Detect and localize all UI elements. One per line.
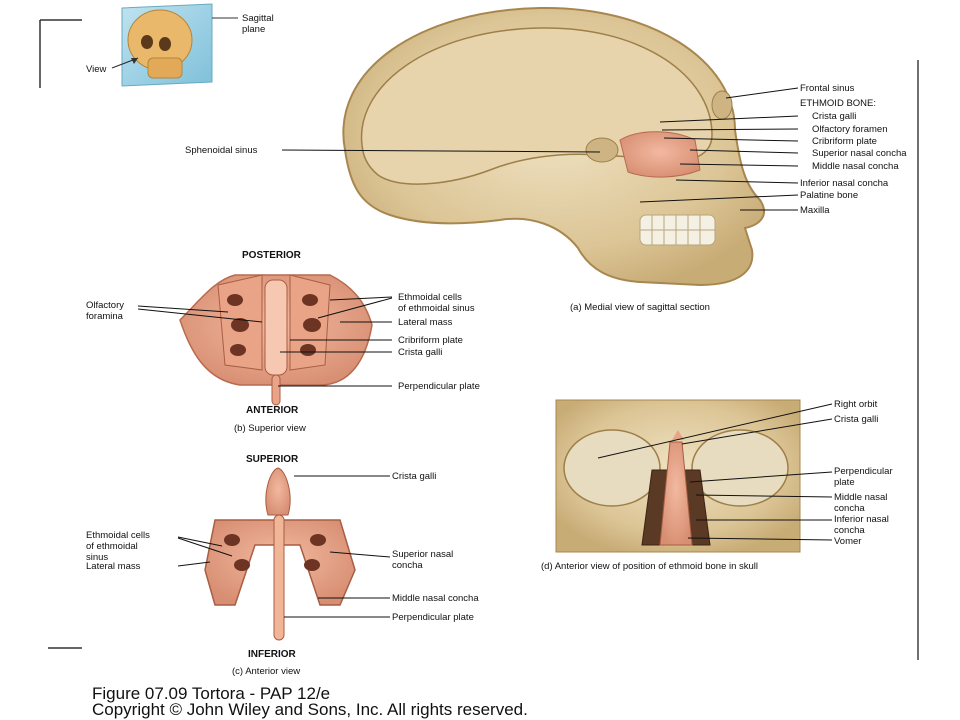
- ethmoid-superior-illustration: [179, 274, 373, 406]
- label-d-crista-galli: Crista galli: [834, 414, 879, 425]
- ethmoid-anterior-illustration: [204, 467, 356, 641]
- label-frontal-sinus: Frontal sinus: [800, 83, 855, 94]
- caption-a: (a) Medial view of sagittal section: [570, 302, 710, 313]
- label-maxilla: Maxilla: [800, 205, 830, 216]
- caption-c: (c) Anterior view: [232, 666, 301, 677]
- panel-c-leaders: [177, 475, 391, 618]
- label-right-orbit: Right orbit: [834, 399, 878, 410]
- label-palatine-bone: Palatine bone: [800, 190, 859, 201]
- label-b-perpendicular-plate: Perpendicular plate: [398, 381, 480, 392]
- sagittal-plane-label: Sagittal plane: [242, 13, 274, 35]
- label-a-superior-nasal-concha: Superior nasal concha: [812, 148, 907, 159]
- label-b-crista-galli: Crista galli: [398, 347, 443, 358]
- slide-frame-marks: [39, 19, 919, 660]
- figure-credit: Figure 07.09 Tortora - PAP 12/e: [92, 684, 331, 703]
- label-sphenoidal-sinus: Sphenoidal sinus: [185, 145, 258, 156]
- label-c-lateral-mass: Lateral mass: [86, 561, 141, 572]
- label-a-crista-galli: Crista galli: [812, 111, 857, 122]
- anterior-skull-illustration: [555, 399, 801, 553]
- label-d-middle-nasal-concha: Middle nasal concha: [834, 492, 888, 514]
- label-a-middle-nasal-concha: Middle nasal concha: [812, 161, 899, 172]
- orientation-thumbnail: [111, 3, 238, 87]
- label-inferior: INFERIOR: [248, 649, 296, 660]
- view-label: View: [86, 64, 107, 75]
- label-c-ethmoidal-cells: Ethmoidal cells of ethmoidal sinus: [86, 530, 150, 563]
- label-a-cribriform-plate: Cribriform plate: [812, 136, 877, 147]
- label-b-cribriform-plate: Cribriform plate: [398, 335, 463, 346]
- label-d-perpendicular-plate: Perpendicular plate: [834, 466, 893, 488]
- label-olfactory-foramina: Olfactory foramina: [86, 300, 125, 322]
- panel-d-leaders: [597, 403, 833, 541]
- label-anterior: ANTERIOR: [246, 405, 299, 416]
- label-c-middle-nasal-concha: Middle nasal concha: [392, 593, 479, 604]
- label-olfactory-foramen: Olfactory foramen: [812, 124, 888, 135]
- label-superior: SUPERIOR: [246, 454, 299, 465]
- label-vomer: Vomer: [834, 536, 862, 547]
- label-ethmoid-bone: ETHMOID BONE:: [800, 98, 877, 109]
- label-inferior-nasal-concha: Inferior nasal concha: [800, 178, 889, 189]
- caption-d: (d) Anterior view of position of ethmoid…: [541, 561, 759, 572]
- label-c-perpendicular-plate: Perpendicular plate: [392, 612, 474, 623]
- sagittal-skull-illustration: [342, 6, 765, 287]
- label-c-superior-nasal-concha: Superior nasal concha: [392, 549, 454, 571]
- copyright-notice: Copyright © John Wiley and Sons, Inc. Al…: [92, 700, 528, 719]
- panel-b-leaders: [137, 296, 393, 387]
- label-b-ethmoidal-cells: Ethmoidal cells of ethmoidal sinus: [398, 292, 475, 314]
- label-d-inferior-nasal-concha: Inferior nasal concha: [834, 514, 889, 536]
- caption-b: (b) Superior view: [234, 423, 306, 434]
- label-posterior: POSTERIOR: [242, 250, 301, 261]
- panel-a-leaders: [281, 87, 799, 211]
- label-c-crista-galli: Crista galli: [392, 471, 437, 482]
- label-b-lateral-mass: Lateral mass: [398, 317, 453, 328]
